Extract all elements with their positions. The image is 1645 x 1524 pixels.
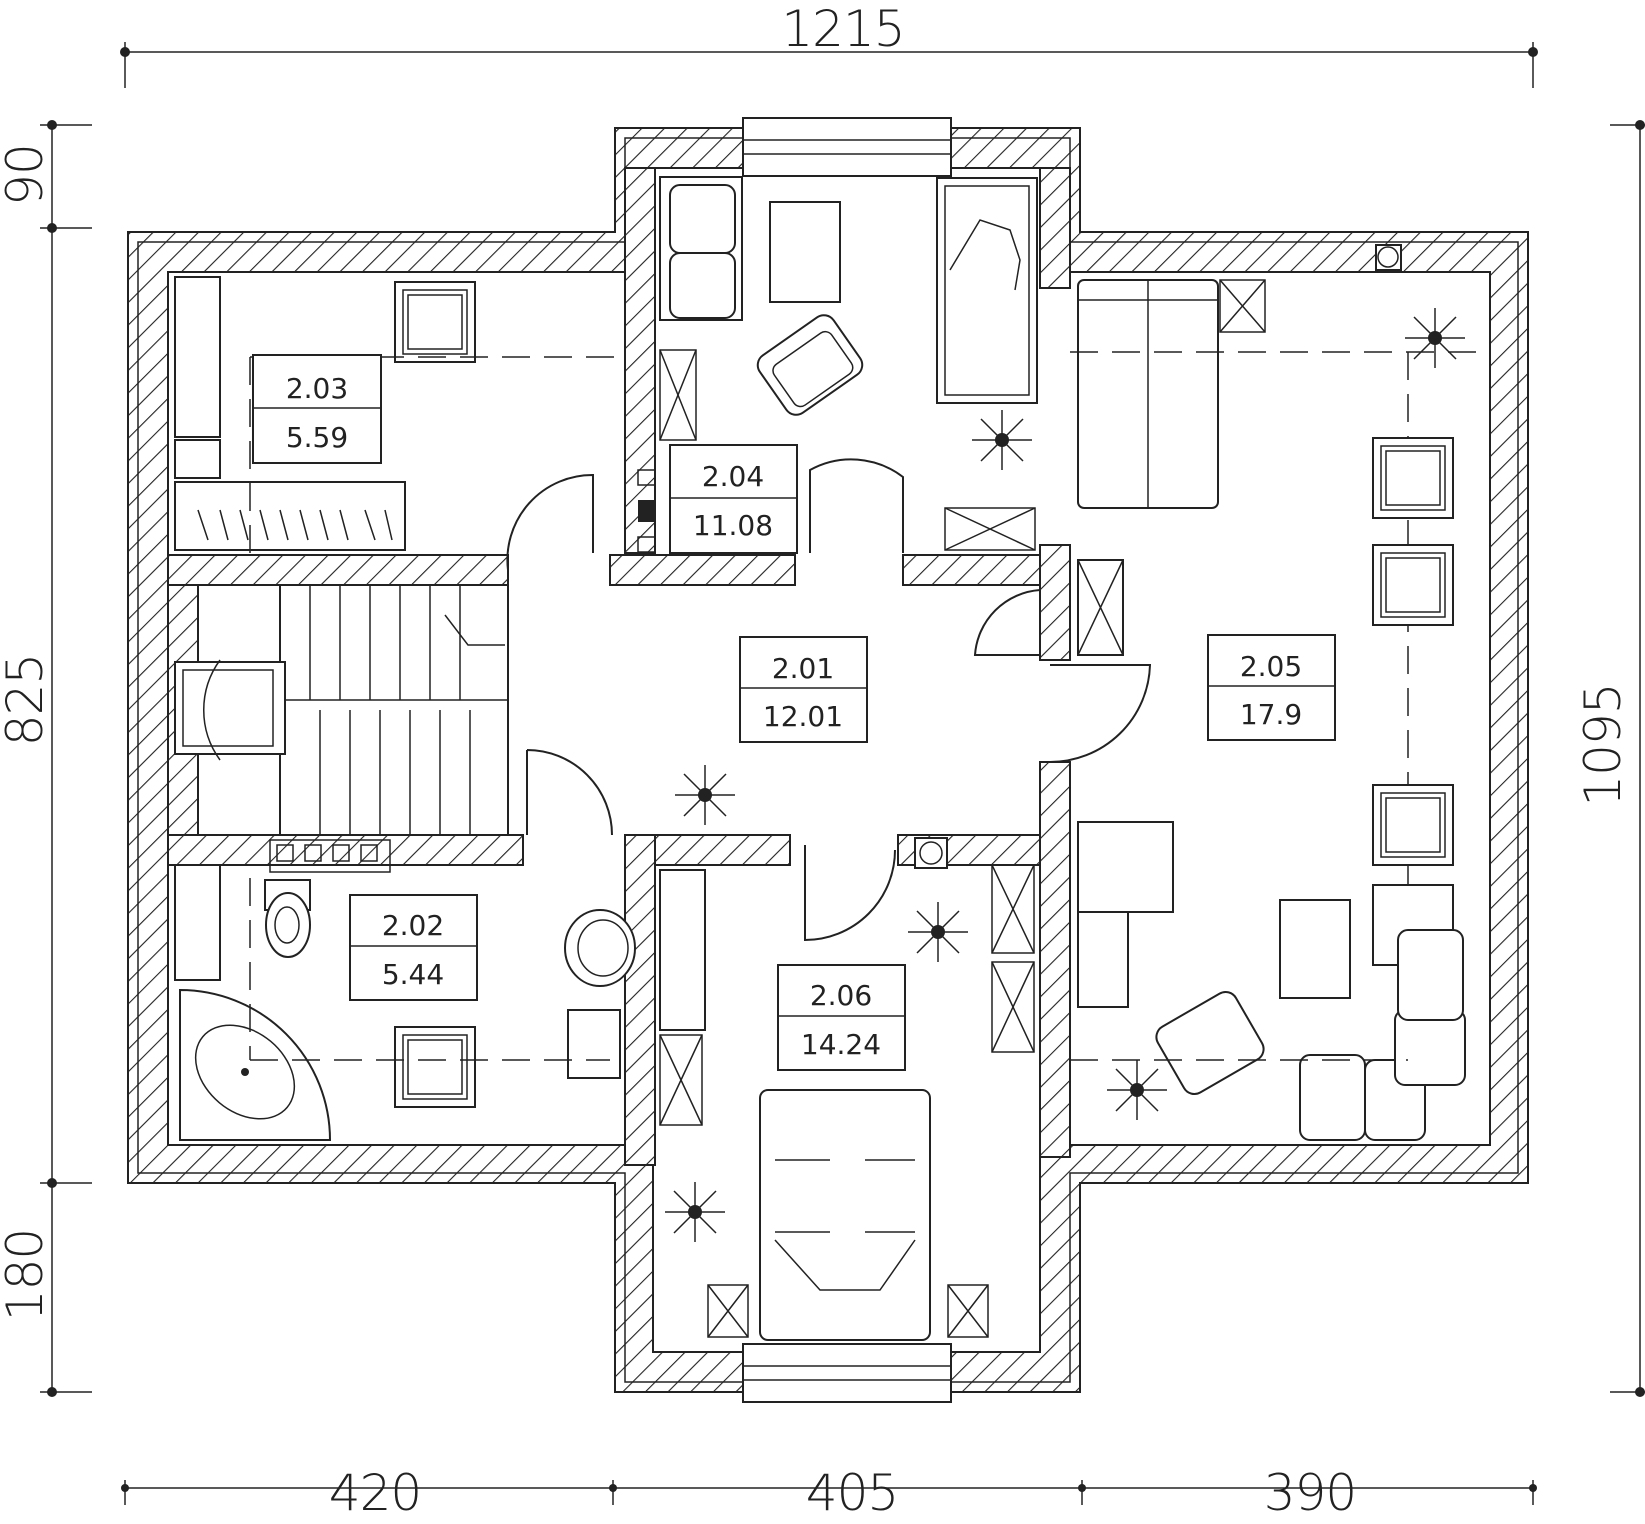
- windows: [742, 117, 952, 1403]
- room-label-2-04: 2.04 11.08: [669, 444, 798, 554]
- dim-top-total: 1215: [781, 0, 904, 58]
- room-id: 2.04: [702, 460, 764, 493]
- room-2-05-furniture: [1070, 244, 1490, 1141]
- room-area: 17.9: [1240, 698, 1302, 731]
- room-2-01-furniture: [674, 764, 948, 869]
- room-id: 2.02: [382, 909, 444, 942]
- dim-right: 1095: [1574, 683, 1632, 806]
- room-area: 11.08: [693, 509, 773, 542]
- room-label-2-02: 2.02 5.44: [349, 894, 478, 1001]
- interior-walls: [167, 167, 1071, 1166]
- room-2-06-furniture: [659, 864, 1035, 1341]
- room-id: 2.03: [286, 372, 348, 405]
- room-label-2-01: 2.01 12.01: [739, 636, 868, 743]
- room-area: 5.44: [382, 958, 444, 991]
- room-id: 2.05: [1240, 650, 1302, 683]
- room-label-2-06: 2.06 14.24: [777, 964, 906, 1071]
- room-id: 2.01: [772, 652, 834, 685]
- dim-left-bottom: 180: [0, 1229, 54, 1321]
- room-area: 12.01: [763, 700, 843, 733]
- room-2-02-furniture: [174, 839, 636, 1141]
- room-label-2-03: 2.03 5.59: [252, 354, 382, 464]
- room-label-2-05: 2.05 17.9: [1207, 634, 1336, 741]
- room-area: 5.59: [286, 421, 348, 454]
- room-area: 14.24: [801, 1028, 881, 1061]
- dim-left-middle: 825: [0, 654, 54, 746]
- stairs: [174, 584, 509, 836]
- room-2-04-furniture: [659, 176, 1038, 551]
- dim-bottom-right: 390: [1264, 1464, 1356, 1522]
- dim-bottom-center: 405: [806, 1464, 898, 1522]
- room-2-03-furniture: [174, 276, 656, 555]
- doors: [506, 458, 1152, 942]
- dim-bottom-left: 420: [329, 1464, 421, 1522]
- room-id: 2.06: [810, 979, 872, 1012]
- dim-left-top: 90: [0, 144, 54, 206]
- dimension-lines: [40, 42, 1645, 1505]
